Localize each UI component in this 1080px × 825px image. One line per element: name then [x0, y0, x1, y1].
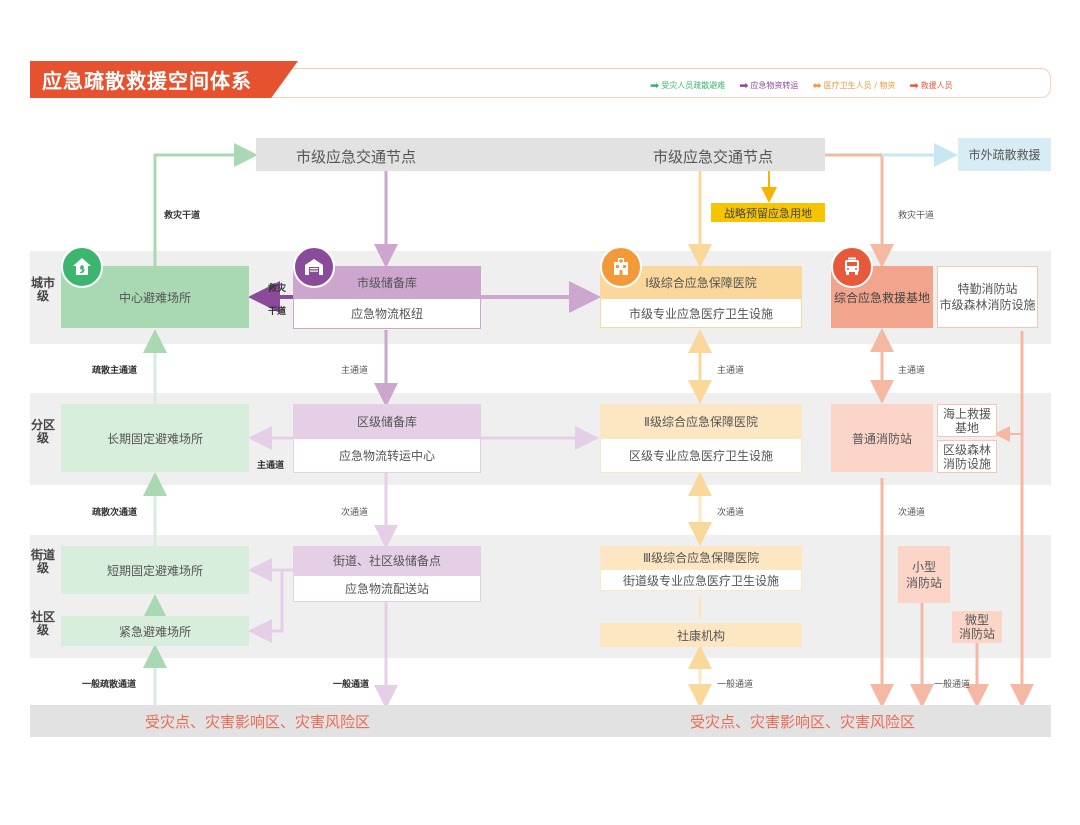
legend-label-rescue: 救援人员 — [920, 80, 953, 90]
district-forest-label-2: 消防设施 — [942, 456, 991, 471]
normal-fire-station-box: 普通消防站 — [831, 404, 933, 472]
channel-main-material: 主通道 — [341, 366, 369, 376]
transport-node-label-right: 市级应急交通节点 — [653, 148, 774, 166]
channel-main-district-left: 主通道 — [257, 461, 285, 471]
micro-fire-label-1: 微型 — [964, 613, 989, 627]
channel-general-rescue: 一般通道 — [934, 680, 971, 690]
channel-secondary-medical: 次通道 — [717, 508, 745, 518]
warehouse-icon — [293, 246, 335, 288]
channel-relief-main-right: 救灾干道 — [898, 211, 935, 221]
micro-fire-station-box: 微型 消防站 — [952, 611, 1002, 643]
transport-node-bar — [256, 138, 825, 171]
legend-label-medical: 医疗卫生人员 / 物资 — [823, 80, 896, 90]
channel-secondary-rescue: 次通道 — [898, 508, 926, 518]
affected-area-label-left: 受灾点、灾害影响区、灾害风险区 — [145, 713, 371, 731]
strategic-land-box: 战略预留应急用地 — [711, 203, 825, 222]
title-banner: 应急疏散救援空间体系 — [30, 61, 298, 98]
channel-secondary-material: 次通道 — [341, 508, 369, 518]
affected-area-label-right: 受灾点、灾害影响区、灾害风险区 — [690, 713, 916, 731]
level-label-community: 社区级 — [30, 610, 55, 637]
legend-label-evacuation: 受灾人员疏散避难 — [661, 80, 726, 90]
channel-general-evac: 一般疏散通道 — [82, 680, 137, 690]
affected-area-bar — [30, 705, 1051, 737]
sea-rescue-label-1: 海上救援 — [942, 406, 991, 421]
channel-evac-second: 疏散次通道 — [92, 508, 138, 518]
district-forest-label-1: 区级森林 — [942, 442, 991, 457]
short-term-shelter-box: 短期固定避难场所 — [61, 546, 249, 594]
legend-arrow-green-icon: ➡ — [650, 78, 660, 92]
long-term-shelter-box: 长期固定避难场所 — [61, 404, 249, 472]
district-medical-facility-box: 区级专业应急医疗卫生设施 — [600, 438, 802, 473]
level-label-city: 城市级 — [30, 276, 55, 303]
outside-rescue-box: 市外疏散救援 — [958, 138, 1051, 171]
legend-arrow-red-icon: ➡ — [909, 78, 919, 92]
small-fire-station-box: 小型 消防站 — [898, 546, 950, 603]
transport-node-label-left: 市级应急交通节点 — [296, 148, 417, 166]
micro-fire-label-2: 消防站 — [958, 627, 995, 641]
city-forest-fire-label: 市级森林消防设施 — [939, 298, 1036, 312]
channel-relief-short-top: 救灾 — [268, 284, 287, 294]
level-label-district: 分区级 — [30, 418, 55, 445]
evacuation-runner-icon — [61, 246, 103, 288]
small-fire-label-2: 消防站 — [905, 575, 942, 590]
channel-main-medical: 主通道 — [717, 366, 745, 376]
channel-relief-main-left: 救灾干道 — [164, 211, 201, 221]
level-label-street: 街道级 — [30, 548, 55, 575]
legend-label-material: 应急物资转运 — [750, 80, 799, 90]
special-fire-station-box: 特勤消防站 市级森林消防设施 — [937, 266, 1038, 328]
street-medical-facility-box: 街道级专业应急医疗卫生设施 — [600, 569, 802, 591]
logistics-hub-box: 应急物流枢纽 — [293, 298, 481, 329]
channel-relief-short-bottom: 干道 — [268, 307, 287, 317]
page-title: 应急疏散救援空间体系 — [42, 69, 252, 93]
street-reserve-box: 街道、社区级储备点 — [293, 546, 481, 575]
channel-evac-main: 疏散主通道 — [92, 366, 138, 376]
city-medical-facility-box: 市级专业应急医疗卫生设施 — [600, 298, 802, 328]
hospital-level3-box: Ⅲ级综合应急保障医院 — [600, 546, 802, 569]
district-forest-fire-box: 区级森林 消防设施 — [937, 440, 997, 473]
logistics-transfer-box: 应急物流转运中心 — [293, 438, 481, 473]
sea-rescue-label-2: 基地 — [954, 420, 979, 435]
special-fire-station-label: 特勤消防站 — [957, 282, 1018, 296]
distribution-station-box: 应急物流配送站 — [293, 575, 481, 602]
channel-main-rescue: 主通道 — [898, 366, 926, 376]
channel-general-medical: 一般通道 — [717, 680, 754, 690]
legend-arrow-orange-icon: ⬌ — [812, 78, 822, 92]
hospital-level2-box: Ⅱ级综合应急保障医院 — [600, 404, 802, 438]
hospital-icon — [600, 246, 642, 288]
fire-truck-icon — [831, 246, 873, 288]
community-health-box: 社康机构 — [600, 623, 802, 647]
district-reserve-box: 区级储备库 — [293, 404, 481, 438]
legend: ➡ 受灾人员疏散避难 ➡ 应急物资转运 ⬌ 医疗卫生人员 / 物资 ➡ 救援人员 — [650, 78, 953, 92]
channel-general-material: 一般通道 — [333, 680, 370, 690]
emergency-shelter-box: 紧急避难场所 — [61, 616, 249, 646]
sea-rescue-base-box: 海上救援 基地 — [937, 404, 997, 437]
small-fire-label-1: 小型 — [911, 559, 936, 574]
legend-arrow-purple-icon: ➡ — [739, 78, 749, 92]
